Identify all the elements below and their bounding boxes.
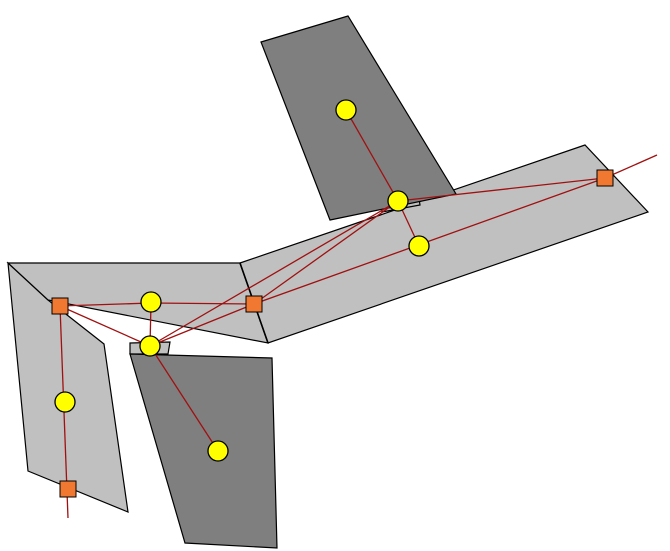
circle-node-group <box>54 99 430 462</box>
square-node <box>596 169 614 187</box>
edge <box>149 303 255 347</box>
circle-node <box>54 391 76 413</box>
edge <box>150 302 255 305</box>
edge <box>604 154 658 179</box>
square-node <box>51 297 69 315</box>
edge <box>149 345 219 452</box>
edge <box>397 177 606 202</box>
circle-node <box>140 291 162 313</box>
upper-dark-panel <box>260 15 457 221</box>
circle-node <box>387 190 409 212</box>
square-node <box>245 295 263 313</box>
edge <box>59 305 151 347</box>
circle-node <box>408 235 430 257</box>
edge <box>59 302 152 307</box>
edge <box>253 177 606 305</box>
edge <box>253 200 399 305</box>
circle-node <box>139 335 161 357</box>
square-node-group <box>51 169 614 498</box>
edge <box>149 200 399 347</box>
circle-node <box>207 440 229 462</box>
edge <box>345 109 399 202</box>
square-node <box>59 480 77 498</box>
lower-dark-panel <box>129 353 278 549</box>
circle-node <box>335 99 357 121</box>
